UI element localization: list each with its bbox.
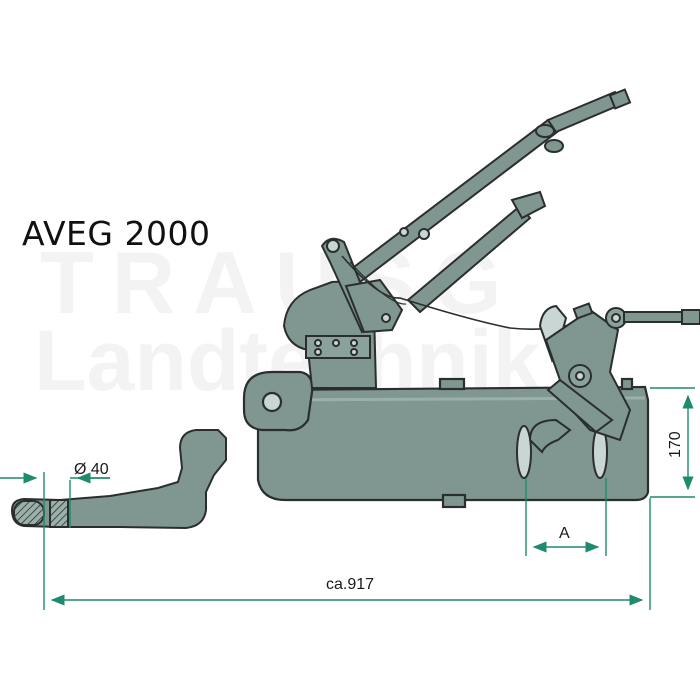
watermark-line-1: TRAUSG <box>40 233 520 332</box>
dimension-a-label: A <box>559 525 570 542</box>
height-label: 170 <box>667 431 684 458</box>
diameter-label: Ø 40 <box>74 461 109 478</box>
length-label: ca.917 <box>326 576 374 593</box>
collar-hatched <box>49 499 69 528</box>
locking-lever-assembly <box>528 302 700 454</box>
product-title: AVEG 2000 <box>22 214 211 253</box>
pin-bore-front <box>516 425 532 479</box>
hand-brake-lever <box>320 88 632 334</box>
ball-tip-hatched <box>13 500 45 526</box>
dimension-lines <box>0 387 695 610</box>
